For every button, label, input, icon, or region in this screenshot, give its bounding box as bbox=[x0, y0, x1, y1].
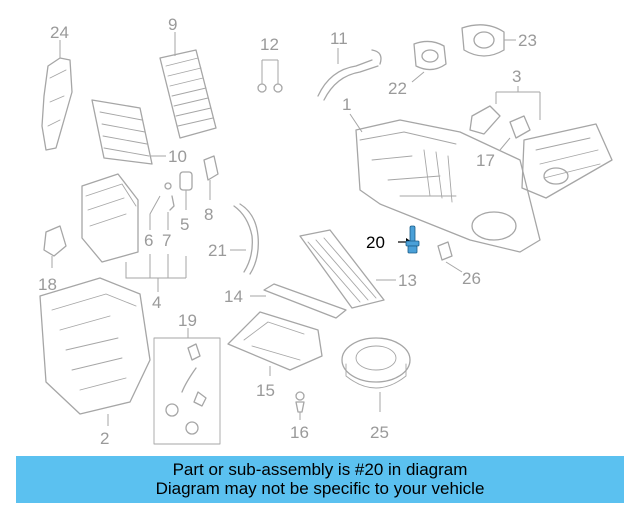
part-4-filter-drawing bbox=[81, 173, 187, 292]
part-label-14[interactable]: 14 bbox=[224, 287, 243, 306]
part-label-10[interactable]: 10 bbox=[168, 147, 187, 166]
part-12-clips-drawing bbox=[257, 59, 283, 93]
info-line-part: Part or sub-assembly is #20 in diagram bbox=[172, 460, 468, 479]
part-label-19[interactable]: 19 bbox=[178, 311, 197, 330]
part-10-evaporator-drawing bbox=[91, 99, 166, 165]
part-label-17[interactable]: 17 bbox=[476, 151, 495, 170]
part-label-16[interactable]: 16 bbox=[290, 423, 309, 442]
info-line-disclaimer: Diagram may not be specific to your vehi… bbox=[155, 479, 485, 498]
part-3-housing-section-drawing bbox=[521, 123, 613, 199]
part-19-kit-drawing bbox=[153, 328, 221, 445]
part-23-seal-drawing bbox=[461, 24, 516, 57]
part-9-heater-core-drawing bbox=[159, 32, 217, 139]
part-5-sensor-drawing bbox=[179, 171, 193, 210]
part-label-18[interactable]: 18 bbox=[38, 275, 57, 294]
part-15-cover-drawing bbox=[227, 311, 323, 376]
part-label-25[interactable]: 25 bbox=[370, 423, 389, 442]
part-18-bracket-drawing bbox=[43, 225, 67, 268]
part-label-9[interactable]: 9 bbox=[168, 15, 177, 34]
part-26-drawing bbox=[437, 241, 463, 273]
part-label-15[interactable]: 15 bbox=[256, 381, 275, 400]
part-21-hose-drawing bbox=[230, 203, 259, 275]
part-3-actuators-drawing bbox=[469, 86, 541, 139]
part-label-7[interactable]: 7 bbox=[162, 231, 171, 250]
part-22-seal-drawing bbox=[411, 40, 447, 83]
part-label-6[interactable]: 6 bbox=[144, 231, 153, 250]
part-13-cabin-filter-drawing bbox=[299, 229, 396, 309]
part-2-housing-drawing bbox=[39, 277, 151, 426]
part-label-23[interactable]: 23 bbox=[518, 31, 537, 50]
part-11-pipe-drawing bbox=[317, 48, 382, 101]
part-16-screw-drawing bbox=[295, 391, 305, 420]
part-24-bracket-drawing bbox=[41, 40, 73, 151]
part-label-2[interactable]: 2 bbox=[100, 429, 109, 448]
part-label-3[interactable]: 3 bbox=[512, 67, 521, 86]
part-label-8[interactable]: 8 bbox=[204, 205, 213, 224]
part-20-highlighted-drawing bbox=[398, 225, 420, 254]
part-14-seal-drawing bbox=[250, 283, 347, 319]
parts-diagram: 24 9 10 12 11 22 23 bbox=[38, 15, 613, 448]
part-label-4[interactable]: 4 bbox=[152, 293, 161, 312]
part-label-24[interactable]: 24 bbox=[50, 23, 69, 42]
part-label-26[interactable]: 26 bbox=[462, 269, 481, 288]
part-6-7-sensors-drawing bbox=[149, 182, 175, 230]
part-1-housing-drawing bbox=[349, 113, 541, 253]
part-8-sensor-drawing bbox=[203, 155, 219, 200]
info-banner: Part or sub-assembly is #20 in diagram D… bbox=[16, 456, 624, 503]
part-25-blower-motor-drawing bbox=[341, 337, 411, 412]
part-label-22[interactable]: 22 bbox=[388, 79, 407, 98]
part-label-5[interactable]: 5 bbox=[180, 215, 189, 234]
part-label-1[interactable]: 1 bbox=[342, 95, 351, 114]
part-label-13[interactable]: 13 bbox=[398, 271, 417, 290]
part-label-21[interactable]: 21 bbox=[208, 241, 227, 260]
part-label-20[interactable]: 20 bbox=[366, 233, 385, 252]
part-label-12[interactable]: 12 bbox=[260, 35, 279, 54]
part-label-11[interactable]: 11 bbox=[330, 29, 348, 48]
